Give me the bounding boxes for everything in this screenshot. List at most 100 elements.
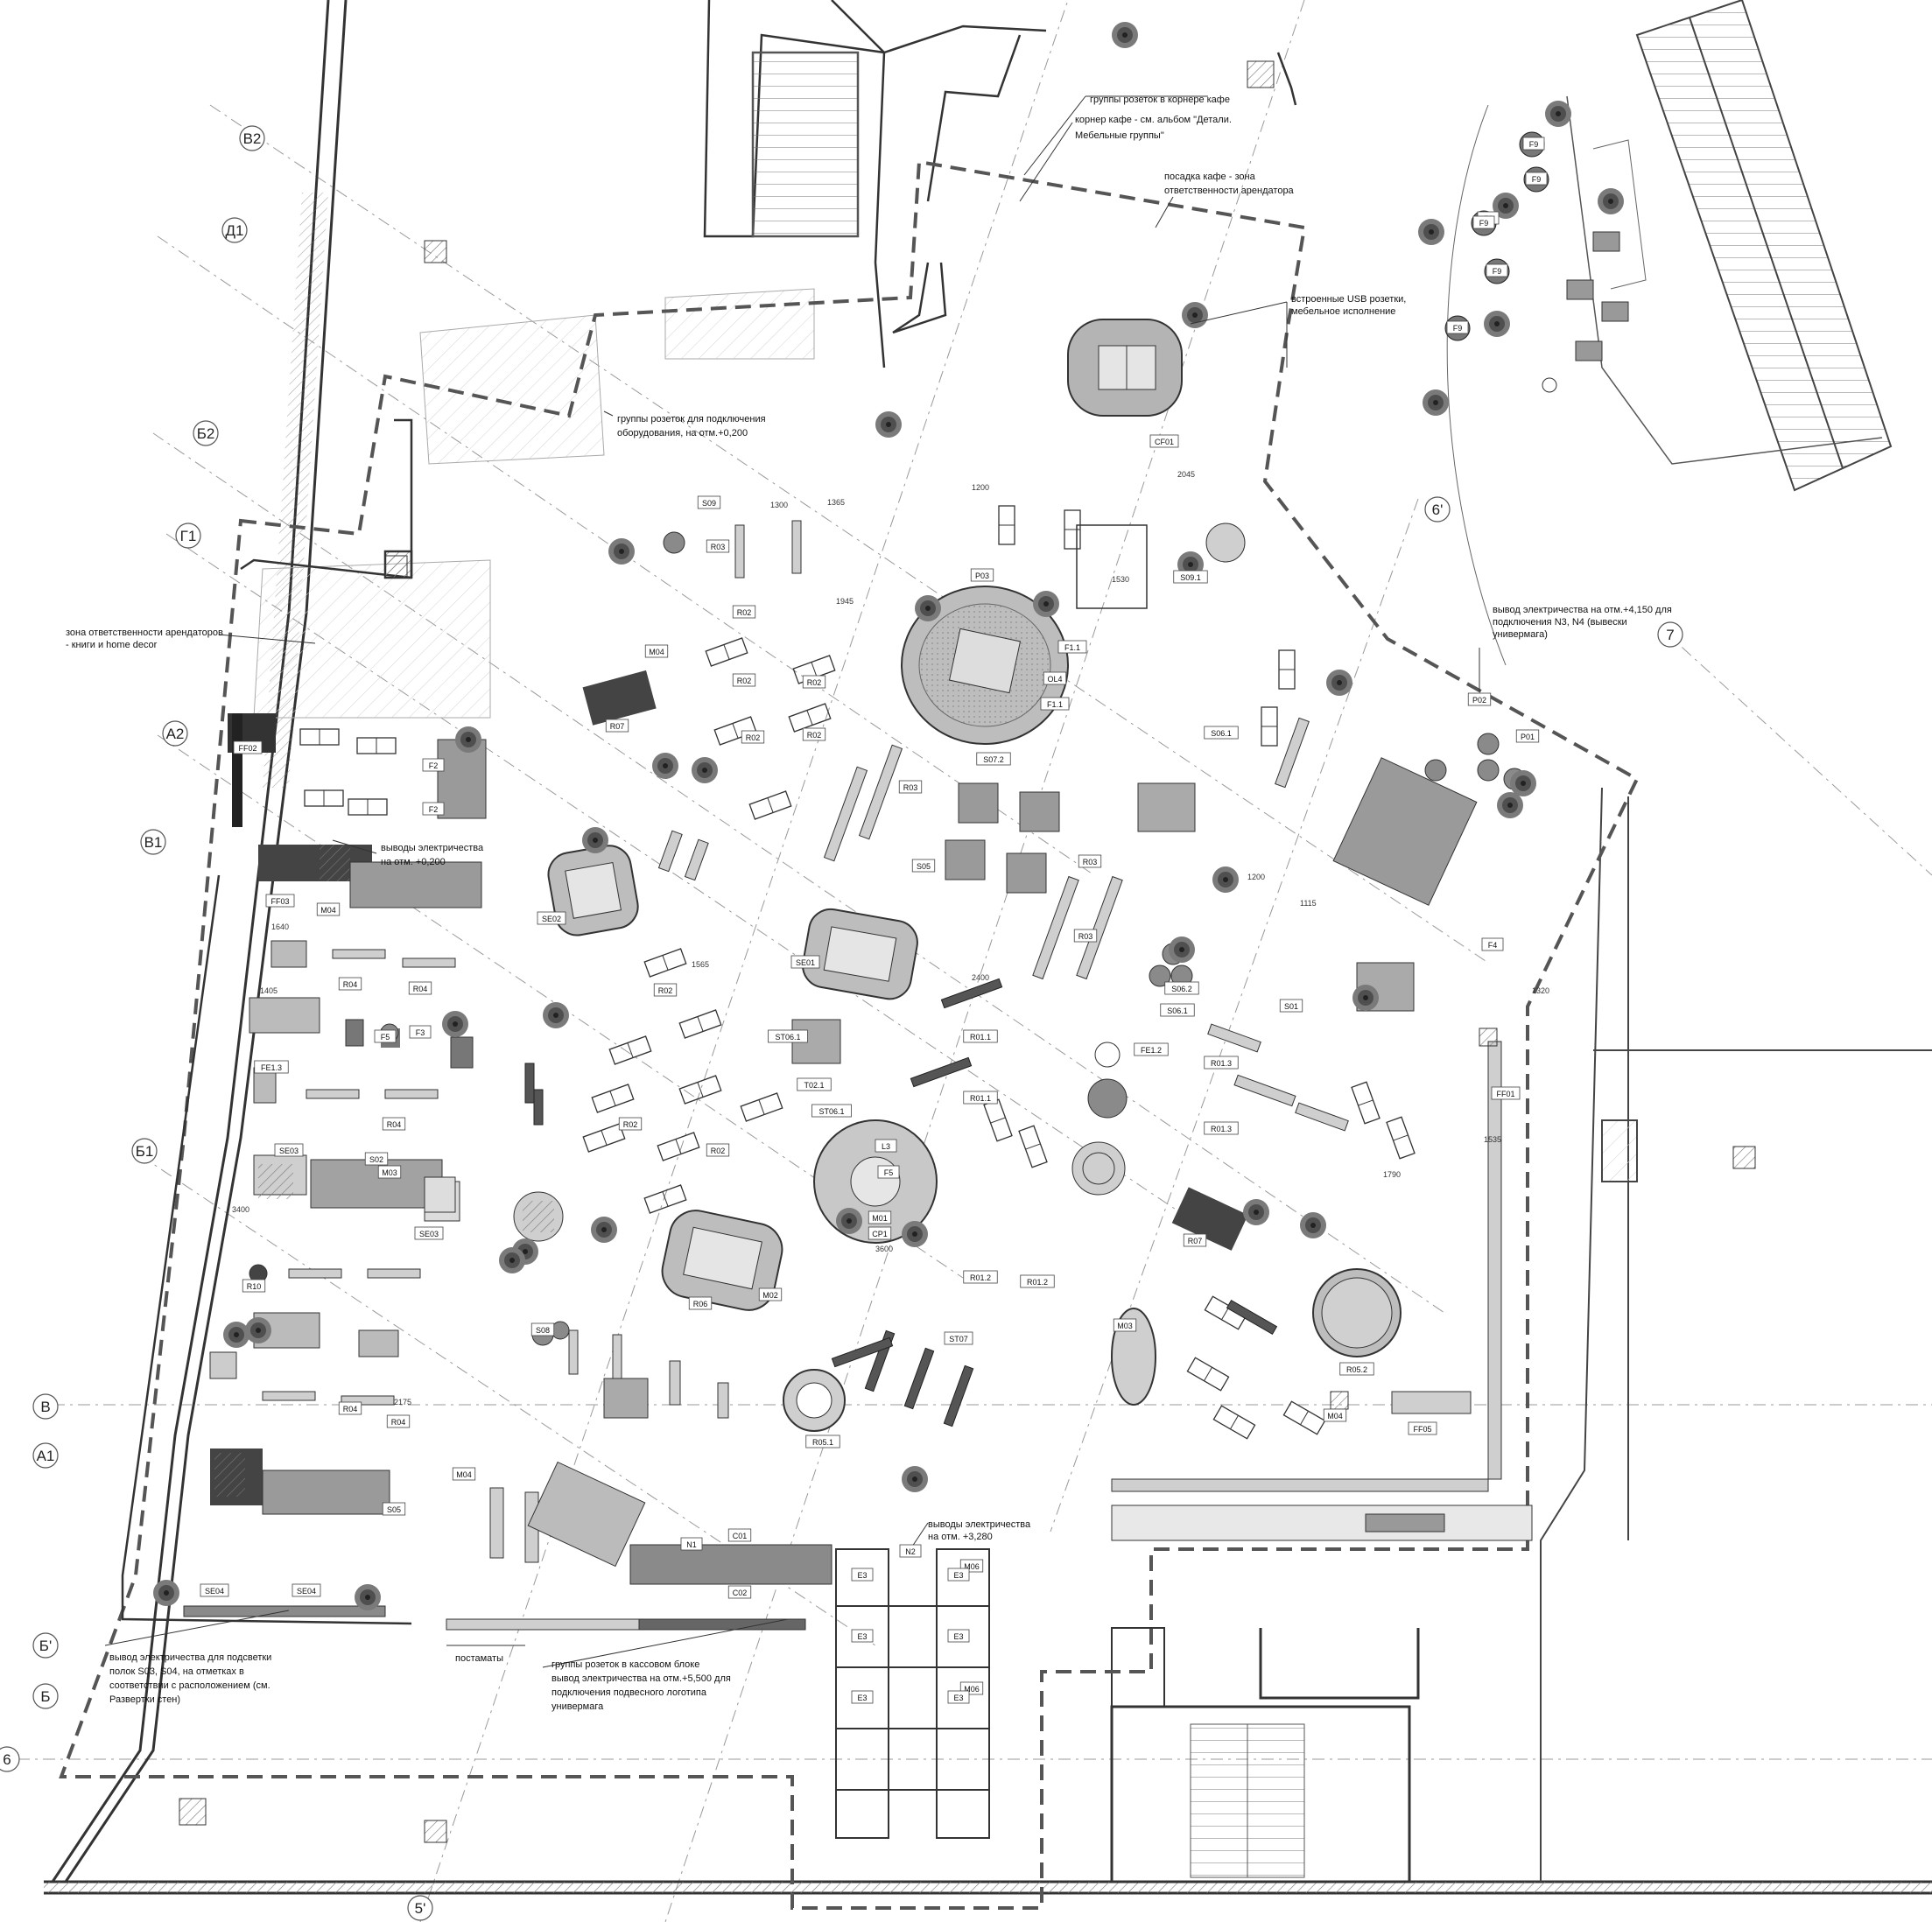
fixture-tag-label: R05.1 — [812, 1438, 833, 1447]
fixture-tag-label: R05.2 — [1346, 1365, 1367, 1374]
fixture-tag: OL4 — [1043, 671, 1067, 685]
fixture-tag: R02 — [732, 673, 756, 687]
fixture-tag-label: R02 — [807, 678, 822, 687]
stair-core — [1110, 1627, 1420, 1883]
fixture-tag-label: S09 — [702, 499, 716, 508]
fixture-tag-label: F9 — [1493, 267, 1502, 276]
fixture-tag-label: L3 — [882, 1142, 890, 1151]
axis-bubble: Б' — [32, 1632, 59, 1659]
fixture-tag-label: E3 — [857, 1571, 867, 1580]
fixture-tag: R07 — [1183, 1233, 1207, 1247]
note-cafe-seating: посадка кафе - зона ответственности арен… — [1164, 172, 1295, 196]
fixture-tag-label: FE1.2 — [1141, 1046, 1162, 1055]
fixture-tag: FF03 — [265, 894, 295, 908]
fixture-tag-label: ST07 — [949, 1335, 968, 1343]
dimension-label: 1405 — [260, 986, 278, 995]
note-cafe-sockets: группы розеток в корнере кафе — [1090, 95, 1230, 105]
top-service-block — [703, 0, 1297, 368]
fixture-tag-label: R01.1 — [970, 1033, 991, 1042]
axis-bubble-label: В2 — [243, 130, 262, 147]
note-usb-sockets: встроенные USB розетки, мебельное исполн… — [1291, 294, 1409, 317]
cafe-seating — [1444, 131, 1629, 393]
fixture-tag: L3 — [875, 1139, 897, 1153]
fixture-tag-label: SE03 — [419, 1230, 439, 1238]
fixture-tag-label: F2 — [429, 761, 439, 770]
fixture-tag: R07 — [605, 719, 629, 733]
fixture-tag: S05 — [382, 1502, 406, 1516]
fixture-tag: SE04 — [292, 1583, 321, 1597]
fixture-tag-label: F9 — [1529, 140, 1539, 149]
fixture-tag: P02 — [1467, 692, 1492, 706]
fixture-tag: F9 — [1522, 137, 1545, 151]
display-islands — [513, 845, 1402, 1432]
fixture-tag: M03 — [377, 1165, 402, 1179]
fixture-tag: ST06.1 — [768, 1029, 808, 1043]
dimension-label: 1945 — [836, 597, 854, 606]
fixture-tag-label: FF01 — [1496, 1090, 1514, 1098]
axis-bubble: В — [32, 1393, 59, 1420]
fixture-tag-label: R02 — [737, 677, 752, 685]
fixture-tag: F5 — [374, 1029, 397, 1043]
fixture-tag: R02 — [732, 605, 756, 619]
fixture-tag: E3 — [851, 1690, 874, 1704]
axis-bubble-label: 6' — [1432, 502, 1444, 518]
fixture-tag-label: F9 — [1479, 219, 1489, 228]
fixture-tag: S07.2 — [976, 752, 1011, 766]
fixture-tag-label: R02 — [623, 1120, 638, 1129]
fixture-tag: R01.1 — [963, 1091, 998, 1105]
fixture-tag: S09 — [697, 495, 721, 509]
fixture-tag: R02 — [741, 730, 765, 744]
tenant-zone-2 — [419, 314, 605, 465]
fixture-tag: F2 — [422, 802, 445, 816]
escalator — [1446, 0, 1893, 666]
fixture-tag-label: M02 — [762, 1291, 778, 1300]
fixture-tag-label: R01.3 — [1211, 1125, 1232, 1133]
fixture-tag-label: R02 — [807, 731, 822, 740]
fixture-tag: S01 — [1279, 999, 1303, 1013]
fixture-tag-label: R03 — [903, 783, 918, 792]
fixture-tag: F1.1 — [1057, 640, 1087, 654]
fixture-tag-label: N2 — [905, 1547, 916, 1556]
axis-bubble-label: А2 — [166, 726, 185, 742]
fixture-tag-label: R04 — [387, 1120, 402, 1129]
axis-bubble: Г1 — [175, 523, 201, 549]
fixture-tag-label: S06.2 — [1171, 985, 1192, 993]
fixture-tag-label: CF01 — [1155, 438, 1174, 446]
fixture-tag-label: P02 — [1472, 696, 1486, 705]
axis-bubble-label: Д1 — [226, 222, 244, 239]
axis-bubble: 6 — [0, 1746, 20, 1772]
fixture-tag: R04 — [386, 1414, 411, 1428]
fixture-tag-label: F1.1 — [1064, 643, 1080, 652]
fixture-tag-label: M04 — [456, 1470, 472, 1479]
fixture-tag-label: R02 — [658, 986, 673, 995]
fixture-tag-label: FF02 — [238, 744, 256, 753]
axis-bubble: 5' — [407, 1895, 433, 1921]
fixture-tag-label: R01.1 — [970, 1094, 991, 1103]
zone-boundary — [59, 159, 1640, 1910]
fixture-tag-label: M03 — [1117, 1322, 1133, 1330]
fixture-tag-label: M03 — [382, 1168, 397, 1177]
fixture-tag-label: R04 — [413, 985, 428, 993]
fixture-tag: M04 — [452, 1467, 476, 1481]
fixture-tag: R01.1 — [963, 1029, 998, 1043]
fixture-tag-label: S07.2 — [983, 755, 1004, 764]
dimension-label: 2045 — [1177, 470, 1195, 479]
dimension-label: 1200 — [1247, 873, 1265, 881]
fixture-tag: FF05 — [1408, 1421, 1437, 1435]
fixture-tag: FE1.2 — [1134, 1042, 1169, 1056]
fixture-tag-label: R04 — [391, 1418, 406, 1427]
fixture-tag: R01.3 — [1204, 1056, 1239, 1070]
fixture-tag: S05 — [911, 859, 936, 873]
fixture-tag: R06 — [688, 1296, 713, 1310]
dimension-label: 3400 — [232, 1205, 249, 1214]
dimension-label: 1640 — [271, 922, 289, 931]
axis-bubble-label: Г1 — [180, 528, 197, 544]
rail-shelves — [524, 978, 1278, 1427]
fixture-tag: C01 — [727, 1528, 752, 1542]
fixture-tag: R01.2 — [963, 1270, 998, 1284]
note-power-3280: выводы электричества на отм. +3,280 — [928, 1519, 1033, 1542]
fixture-tag: R04 — [408, 981, 432, 995]
axis-bubble-label: Б1 — [136, 1143, 154, 1160]
fixture-tag: E3 — [947, 1629, 970, 1643]
